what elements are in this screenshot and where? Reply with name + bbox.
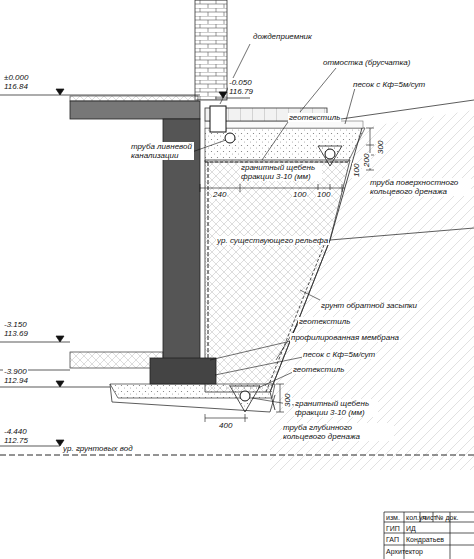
table-cell: изм.: [385, 513, 401, 522]
annotation: 112.75: [3, 436, 29, 445]
annotation: -3.150: [3, 320, 28, 329]
annotation: отмостка (брусчатка): [322, 58, 411, 67]
brick-wall: [195, 0, 227, 100]
groundwater-line: [0, 455, 474, 456]
level-marks: [0, 89, 250, 446]
table-cell: Архитектор: [385, 547, 424, 556]
annotation: ур. существующего рельефа: [216, 236, 329, 245]
annotation: песок с Кф=5м/сут: [352, 80, 426, 89]
annotation: 112.94: [3, 376, 29, 385]
table-cell: Кондратьев: [405, 535, 445, 544]
annotation: -3.900: [3, 367, 28, 376]
floor-slab: [70, 101, 200, 119]
storm-pipe: [225, 133, 235, 143]
deep-drain-pipe: [240, 391, 250, 401]
footing: [150, 358, 216, 384]
annotation: дождеприемник: [252, 32, 313, 41]
annotation: 100: [352, 163, 361, 178]
annotation: труба ливневой канализации: [130, 142, 194, 160]
annotation: 116.79: [228, 87, 254, 96]
table-cell: № док.: [435, 513, 459, 522]
annotation: 240: [212, 190, 227, 199]
annotation: геотекстиль: [298, 317, 351, 326]
surface-drain-pipe: [325, 149, 335, 159]
annotation: 100: [292, 190, 307, 199]
annotation: 300: [283, 393, 292, 408]
bottom-slab: [70, 352, 163, 368]
annotation: -0.050: [228, 78, 253, 87]
table-cell: ИД: [405, 524, 417, 533]
title-block: [384, 512, 474, 559]
table-cell: лист: [421, 513, 438, 522]
rain-inlet: [210, 106, 226, 132]
table-cell: ГАП: [385, 535, 400, 544]
annotation: геотекстиль: [288, 113, 341, 122]
annotation: труба глубинного кольцевого дренажа: [282, 423, 394, 441]
annotation: геотекстиль: [292, 365, 345, 374]
annotation: профилированная мембрана: [290, 333, 400, 342]
annotation: ур. грунтовых вод: [62, 444, 134, 453]
annotation: песок с Кф=5м/сут: [302, 350, 376, 359]
annotation: 400: [218, 421, 233, 430]
dimension-lines: [200, 128, 374, 422]
annotation: -4.440: [3, 427, 28, 436]
annotation: труба поверхностного кольцевого дренажа: [369, 178, 471, 196]
annotation: 100: [316, 190, 331, 199]
annotation: 113.69: [3, 329, 29, 338]
annotation: 200: [362, 153, 371, 168]
membrane: [208, 162, 209, 384]
gravel-layer: [205, 128, 365, 162]
table-cell: ГИП: [385, 524, 401, 533]
annotation: грунт обратной засыпки: [320, 301, 418, 310]
annotation: гранитный щебень фракции 3-10 (мм): [240, 163, 322, 181]
annotation: 300: [376, 140, 385, 155]
annotation: 116.84: [3, 82, 29, 91]
sand-layer: [205, 121, 363, 128]
annotation: гранитный щебень фракции 3-10 (мм): [294, 399, 378, 417]
drain-gravel: [230, 386, 260, 412]
annotation: ±0.000: [3, 73, 29, 82]
